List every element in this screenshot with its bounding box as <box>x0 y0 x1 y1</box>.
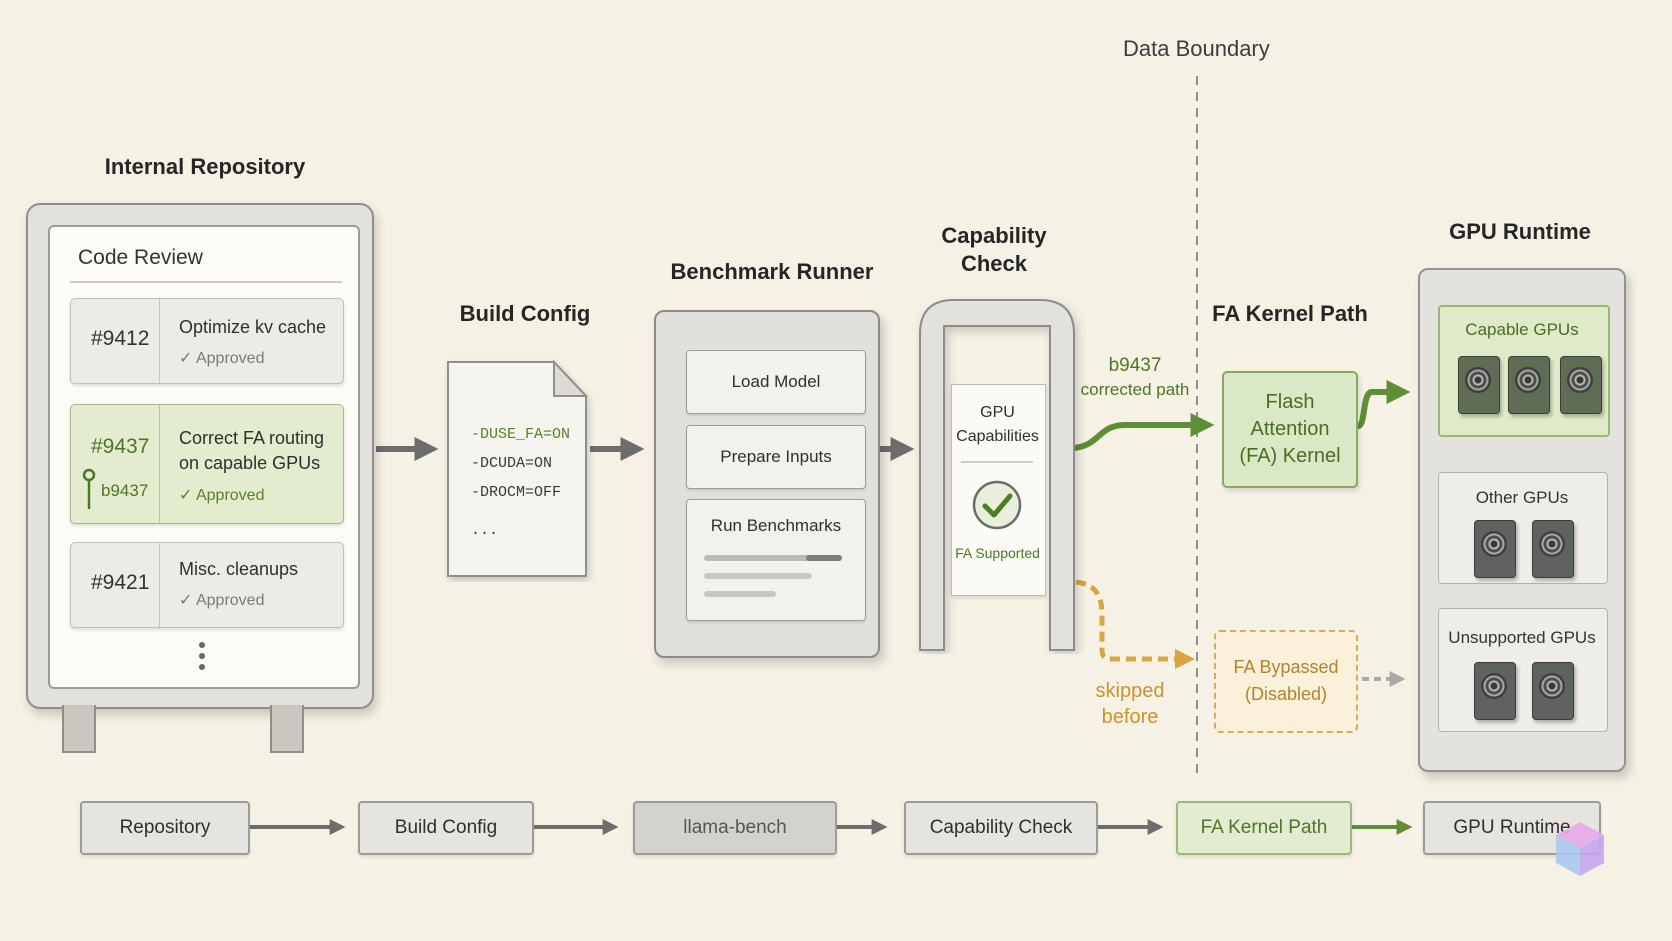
review-title: Correct FA routing <box>179 428 325 448</box>
review-item-9421[interactable]: #9421 Misc. cleanups ✓ Approved <box>70 542 344 628</box>
build-flag-cuda: -DCUDA=ON <box>471 455 553 472</box>
step-load-model[interactable]: Load Model <box>686 350 866 414</box>
shelf-unsupported-gpus[interactable] <box>1438 608 1608 732</box>
arrow-skipped-path <box>1075 579 1196 669</box>
capability-check-title: Capability Check <box>926 222 1062 278</box>
build-config-title: Build Config <box>459 301 591 326</box>
progress-bar-1-fill <box>806 555 842 561</box>
code-review-heading: Code Review <box>78 246 203 269</box>
repository-title: Internal Repository <box>104 154 306 179</box>
progress-bar-1 <box>704 555 842 561</box>
capability-gate-frame <box>919 299 1075 651</box>
build-flag-rocm: -DROCM=OFF <box>471 484 562 501</box>
data-boundary-label: Data Boundary <box>1123 36 1270 61</box>
step-prepare-inputs[interactable]: Prepare Inputs <box>686 425 866 489</box>
gpu-capabilities-line2: Capabilities <box>956 428 1039 445</box>
flow-step-repository[interactable]: Repository <box>80 801 250 855</box>
corrected-path-text: corrected path <box>1080 380 1190 399</box>
skipped-line2: before <box>1101 706 1159 728</box>
git-branch-icon <box>82 468 96 509</box>
review-id: #9412 <box>91 327 150 350</box>
capability-check-title-line2: Check <box>960 251 1028 276</box>
build-flag-fa: -DUSE_FA=ON <box>471 426 571 443</box>
check-icon: ✓ <box>179 350 193 367</box>
gpu-capabilities-label: GPU Capabilities <box>951 401 1044 449</box>
fa-bypassed-line1: FA Bypassed <box>1233 657 1339 677</box>
fa-bypassed-box[interactable]: FA Bypassed (Disabled) <box>1214 630 1358 733</box>
fa-bypassed-line2: (Disabled) <box>1244 684 1328 704</box>
review-status-text: Approved <box>195 487 265 504</box>
fa-kernel-line3: (FA) Kernel <box>1239 445 1341 467</box>
review-item-9412[interactable]: #9412 Optimize kv cache ✓ Approved <box>70 298 344 384</box>
build-flag-more: ... <box>471 522 499 539</box>
shelf-capable-label: Capable GPUs <box>1465 320 1579 339</box>
review-branch: b9437 <box>101 481 149 500</box>
skipped-before-label: skipped before <box>1084 678 1176 730</box>
step-run-benchmarks-label: Run Benchmarks <box>710 516 842 535</box>
gpu-capabilities-line1: GPU <box>980 404 1015 421</box>
review-status-text: Approved <box>195 350 265 367</box>
build-config-document-icon <box>447 359 589 577</box>
benchmark-runner-title: Benchmark Runner <box>670 259 874 284</box>
skipped-line1: skipped <box>1095 680 1165 702</box>
corrected-path-branch: b9437 <box>1108 355 1162 376</box>
review-id-box <box>71 543 160 627</box>
gpu-icon <box>1508 356 1550 414</box>
gpu-icon <box>1458 356 1500 414</box>
review-title: Optimize kv cache <box>179 317 327 337</box>
flash-attention-kernel[interactable]: Flash Attention (FA) Kernel <box>1222 371 1358 488</box>
code-review-divider <box>70 281 342 283</box>
shelf-other-gpus[interactable] <box>1438 472 1608 584</box>
flow-step-capability-check[interactable]: Capability Check <box>904 801 1098 855</box>
arrow-kernel-to-capable <box>1354 380 1411 429</box>
review-status: ✓ Approved <box>179 348 264 368</box>
capability-check-title-line1: Capability <box>941 223 1047 248</box>
check-circle-icon <box>972 480 1022 530</box>
review-title-line2: on capable GPUs <box>179 453 321 473</box>
arrow-corrected-path <box>1072 413 1215 451</box>
review-id: #9421 <box>91 571 150 594</box>
review-id-box <box>71 299 160 383</box>
flow-step-build-config[interactable]: Build Config <box>358 801 534 855</box>
gpu-icon <box>1474 662 1516 720</box>
fa-supported-label: FA Supported <box>955 545 1040 561</box>
flow-step-fa-kernel-path[interactable]: FA Kernel Path <box>1176 801 1352 855</box>
fa-kernel-line2: Attention <box>1250 418 1330 440</box>
review-id-box <box>71 405 160 523</box>
gpu-icon <box>1532 520 1574 578</box>
gpu-icon <box>1532 662 1574 720</box>
check-icon: ✓ <box>179 592 193 609</box>
review-id: #9437 <box>91 435 150 458</box>
gpu-icon <box>1474 520 1516 578</box>
review-status: ✓ Approved <box>179 485 264 505</box>
review-status-text: Approved <box>195 592 265 609</box>
flow-step-llama-bench[interactable]: llama-bench <box>633 801 837 855</box>
board-leg-right <box>270 705 304 753</box>
progress-bar-2 <box>704 573 812 579</box>
board-leg-left <box>62 705 96 753</box>
sign-divider <box>961 461 1033 463</box>
review-title: Misc. cleanups <box>179 559 299 579</box>
shelf-other-label: Other GPUs <box>1475 488 1569 507</box>
vertical-ellipsis-icon[interactable] <box>199 642 205 670</box>
progress-bar-3 <box>704 591 776 597</box>
gpu-runtime-title: GPU Runtime <box>1449 219 1591 244</box>
shelf-unsupported-label: Unsupported GPUs <box>1448 628 1596 647</box>
gpu-icon <box>1560 356 1602 414</box>
corrected-path-label: b9437 corrected path <box>1074 354 1196 402</box>
cube-logo-icon <box>1556 822 1604 876</box>
fa-kernel-path-title: FA Kernel Path <box>1212 301 1368 326</box>
check-icon: ✓ <box>179 487 193 504</box>
review-item-9437[interactable]: #9437 b9437 Correct FA routing on capabl… <box>70 404 344 524</box>
review-status: ✓ Approved <box>179 590 264 610</box>
fa-kernel-line1: Flash <box>1265 391 1315 413</box>
